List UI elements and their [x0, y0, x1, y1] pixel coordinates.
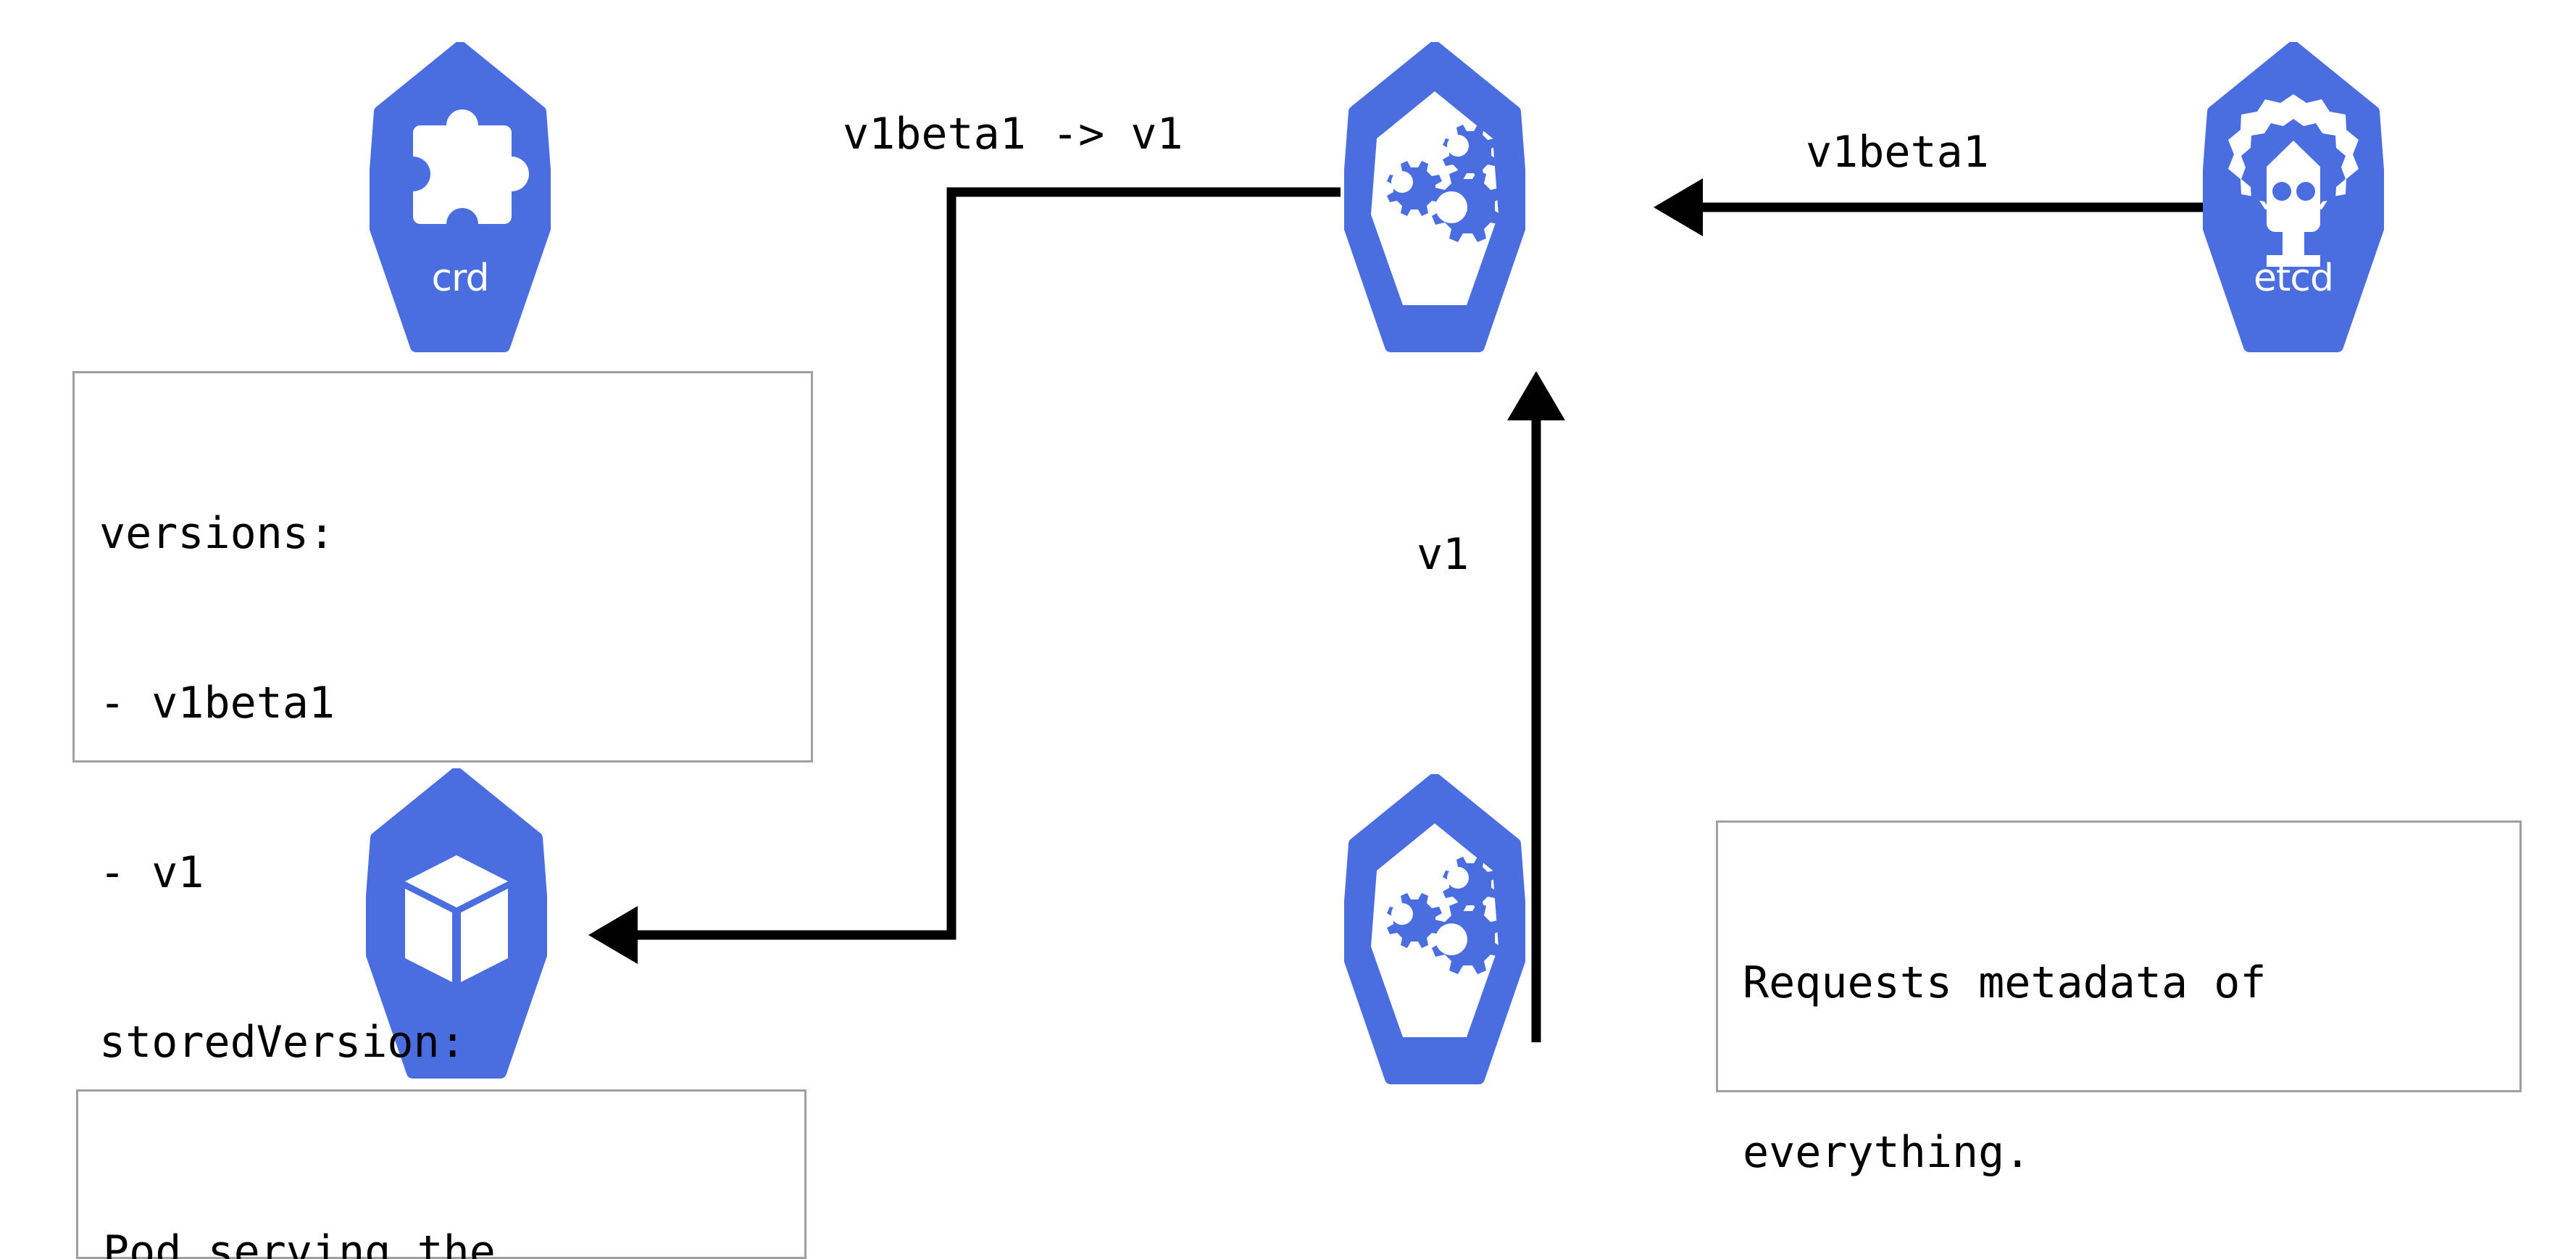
node-api[interactable]: api — [1344, 42, 1525, 367]
node-etcd[interactable]: etcd — [2203, 42, 2384, 367]
node-cm[interactable]: c-m — [1344, 774, 1525, 1099]
puzzle-piece-icon — [370, 42, 551, 352]
crd-spec-line: versions: — [99, 508, 335, 559]
cube-icon — [366, 768, 547, 1079]
crd-spec-box: versions: - v1beta1 - v1 storedVersion: … — [72, 371, 813, 1237]
cm-note-line: Requests metadata of — [1743, 957, 2267, 1008]
pod-note-line: Pod serving the — [103, 1226, 496, 1259]
node-pod[interactable] — [366, 768, 547, 1093]
gears-icon — [1344, 774, 1525, 1084]
controller-manager-note-box: Requests metadata of everything. Version… — [1716, 820, 2522, 1178]
etcd-robot-gear-icon — [2203, 42, 2384, 352]
edge-label-cm-to-api: v1 — [1417, 529, 1470, 580]
cm-note-line: everything. — [1743, 1127, 2031, 1178]
edge-label-etcd-to-api: v1beta1 — [1806, 127, 1989, 178]
crd-spec-line: storedVersion: — [99, 1017, 466, 1068]
crd-spec-line: - v1 — [99, 847, 204, 898]
node-crd[interactable]: crd — [370, 42, 551, 367]
crd-spec-line: - v1beta1 — [99, 678, 335, 728]
pod-note-box: Pod serving the conversion webhook — [76, 1089, 806, 1259]
gears-icon — [1344, 42, 1525, 352]
edge-label-api-to-webhook: v1beta1 -> v1 — [843, 109, 1183, 159]
